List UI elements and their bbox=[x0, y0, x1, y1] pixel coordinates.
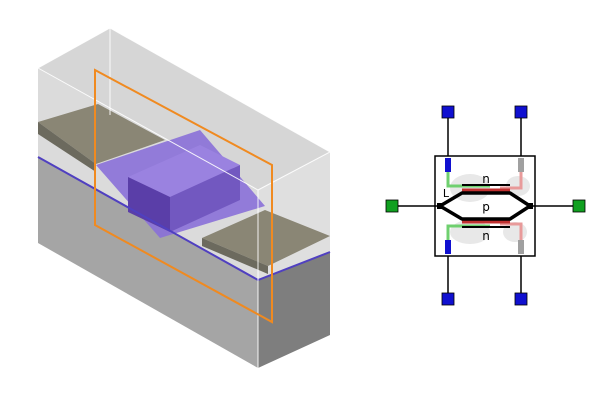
left-inner-terminal-top bbox=[445, 158, 451, 172]
top-region-label: n bbox=[482, 172, 490, 186]
device-schematic-symbol: n p n L bbox=[385, 105, 586, 306]
bottom-region-label: n bbox=[482, 229, 490, 243]
port-bottom-right[interactable] bbox=[514, 292, 528, 306]
left-region-label: L bbox=[443, 187, 450, 200]
right-junction bbox=[527, 203, 533, 209]
left-junction bbox=[437, 203, 443, 209]
port-top-right[interactable] bbox=[514, 105, 528, 119]
right-inner-terminal-bottom bbox=[518, 240, 524, 254]
right-electrode-front bbox=[202, 238, 268, 274]
right-electrode-top bbox=[202, 210, 330, 266]
cut-plane-outline bbox=[94, 68, 273, 324]
box-edges bbox=[37, 27, 332, 368]
left-electrode-front bbox=[38, 122, 96, 172]
substrate-front-face bbox=[38, 157, 258, 368]
background-blob bbox=[506, 176, 530, 196]
left-electrode-top bbox=[38, 104, 165, 164]
left-inner-terminal-bottom bbox=[445, 240, 451, 254]
device-3d-model bbox=[37, 27, 332, 368]
gate-block-front bbox=[128, 177, 170, 232]
port-top-left[interactable] bbox=[441, 105, 455, 119]
port-left[interactable] bbox=[385, 199, 399, 213]
substrate-right-face bbox=[258, 252, 330, 368]
right-inner-terminal-top bbox=[518, 158, 524, 172]
gate-block-right bbox=[170, 165, 240, 232]
gate-block-top bbox=[128, 145, 240, 197]
middle-region-label: p bbox=[482, 200, 490, 214]
oxide-box-top-face bbox=[38, 28, 330, 190]
bottom-pink-wire bbox=[500, 222, 523, 240]
port-right[interactable] bbox=[572, 199, 586, 213]
top-pink-wire bbox=[500, 172, 523, 190]
port-bottom-left[interactable] bbox=[441, 292, 455, 306]
